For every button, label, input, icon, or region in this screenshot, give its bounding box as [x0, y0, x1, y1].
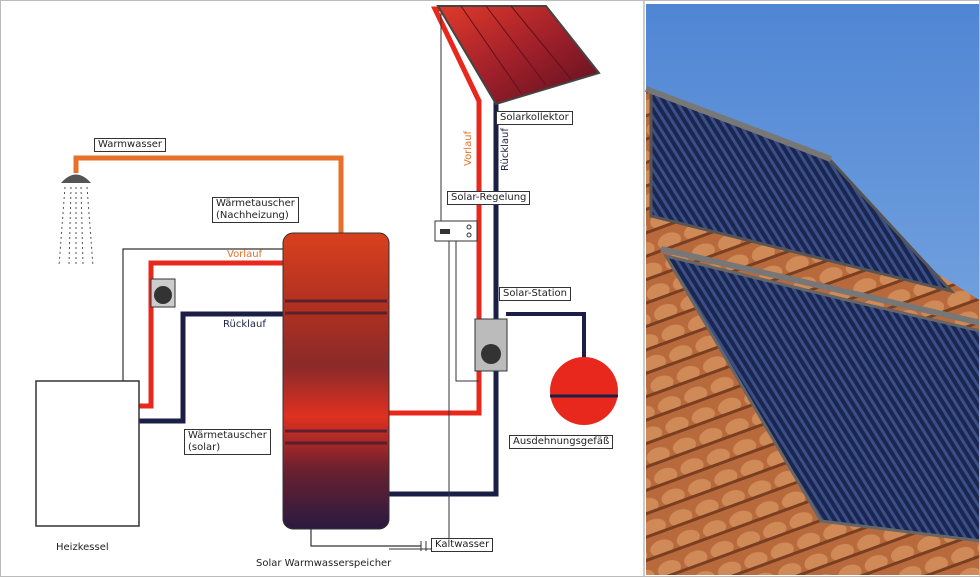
label-solar-regelung: Solar-Regelung [447, 191, 531, 205]
label-waermetauscher-solar: Wärmetauscher (solar) [184, 429, 271, 455]
roof-photo [644, 4, 979, 575]
label-solar-station: Solar-Station [499, 287, 572, 301]
heating-pump-icon [150, 278, 176, 308]
solar-supply-pipe [389, 6, 482, 416]
solar-return-pipe [389, 101, 499, 497]
label-ruecklauf-heating: Rücklauf [223, 319, 266, 330]
heating-return-pipe [138, 311, 283, 424]
solar-station-pump-icon [474, 318, 508, 372]
label-heizkessel: Heizkessel [56, 542, 109, 553]
label-warmwasser: Warmwasser [94, 138, 167, 152]
label-waermetauscher-nachheizung: Wärmetauscher (Nachheizung) [212, 197, 299, 223]
expansion-vessel-icon [550, 357, 618, 425]
label-ausdehnungsgefaess: Ausdehnungsgefäß [509, 435, 614, 449]
warm-water-pipe [73, 155, 344, 233]
storage-tank [282, 232, 390, 530]
label-vorlauf-solar: Vorlauf [463, 130, 474, 166]
label-kaltwasser: Kaltwasser [431, 538, 494, 552]
shower-head-icon [58, 174, 94, 267]
heating-supply-pipe [138, 260, 283, 409]
label-solarkollektor: Solarkollektor [496, 111, 573, 125]
boiler [35, 380, 140, 527]
solar-controller [434, 220, 478, 242]
label-ruecklauf-solar: Rücklauf [500, 128, 511, 171]
label-speicher: Solar Warmwasserspeicher [256, 558, 392, 569]
label-vorlauf-heating: Vorlauf [227, 249, 263, 260]
